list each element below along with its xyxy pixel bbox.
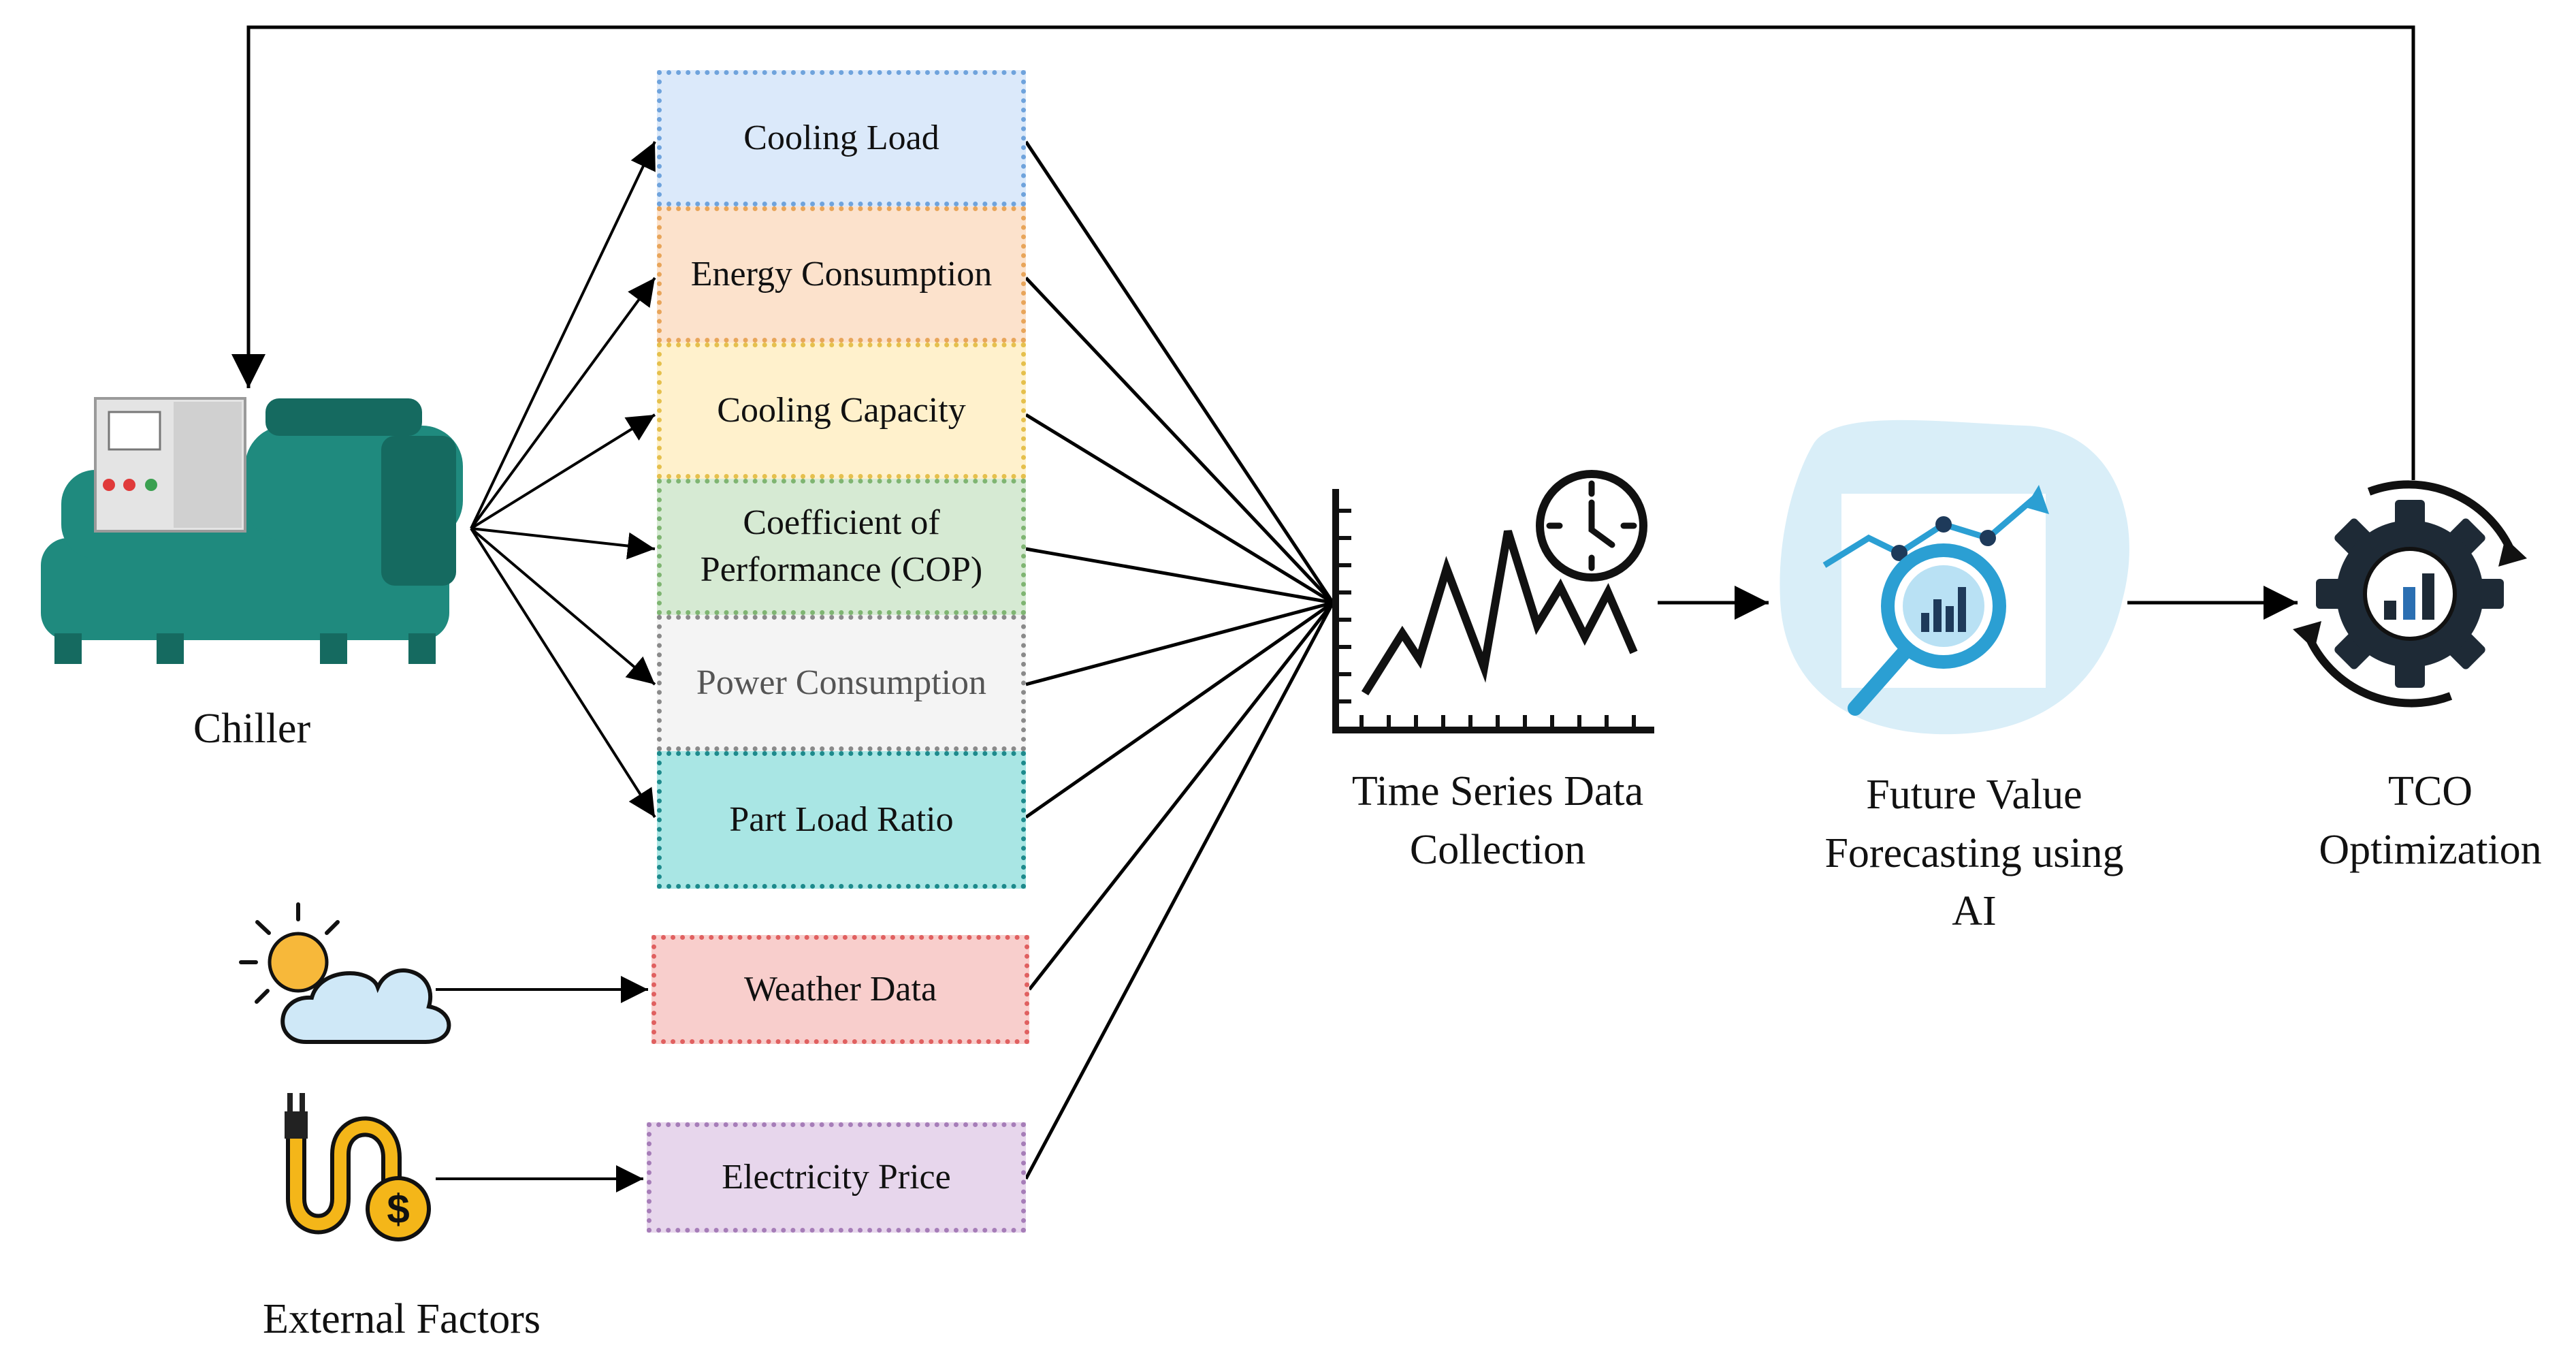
param-label: Power Consumption [696,663,987,702]
electricity-price-box: Electricity Price [647,1122,1026,1233]
chiller-icon [41,397,463,664]
param-label: Part Load Ratio [729,799,954,839]
param-cooling-capacity-box: Cooling Capacity [657,343,1026,479]
param-cooling-load-box: Cooling Load [657,70,1026,206]
external-factors-label: External Factors [262,1296,541,1342]
ai-forecast-icon [1780,419,2129,735]
external-arrows [436,976,648,1192]
feedback-arrow [231,25,2415,480]
param-label: Energy Consumption [690,254,993,294]
time-series-label: Time Series Data Collection [1351,768,1644,873]
param-cop-box: Coefficient of Performance (COP) [657,479,1026,615]
electricity-price-label: Electricity Price [722,1157,951,1197]
param-part-load-ratio-box: Part Load Ratio [657,751,1026,889]
time-series-chart-icon [1332,470,1654,733]
weather-icon [239,902,451,1044]
forecasting-label: Future Value Forecasting using AI [1824,772,2124,935]
tco-optimization-label: TCO Optimization [2319,768,2542,873]
svg-text:$: $ [387,1186,409,1232]
chiller-label: Chiller [193,706,311,752]
gear-optimization-icon [2293,480,2527,708]
weather-data-label: Weather Data [743,969,937,1009]
chiller-to-parameter-arrows [470,141,656,819]
param-power-consumption-box: Power Consumption [657,615,1026,751]
param-label: Cooling Load [743,118,939,157]
param-energy-consumption-box: Energy Consumption [657,206,1026,343]
electricity-price-icon: $ [285,1093,431,1241]
param-label: Coefficient of Performance (COP) [700,503,983,589]
weather-data-box: Weather Data [651,935,1029,1044]
param-label: Cooling Capacity [717,390,966,430]
converging-lines [1024,140,1335,1180]
